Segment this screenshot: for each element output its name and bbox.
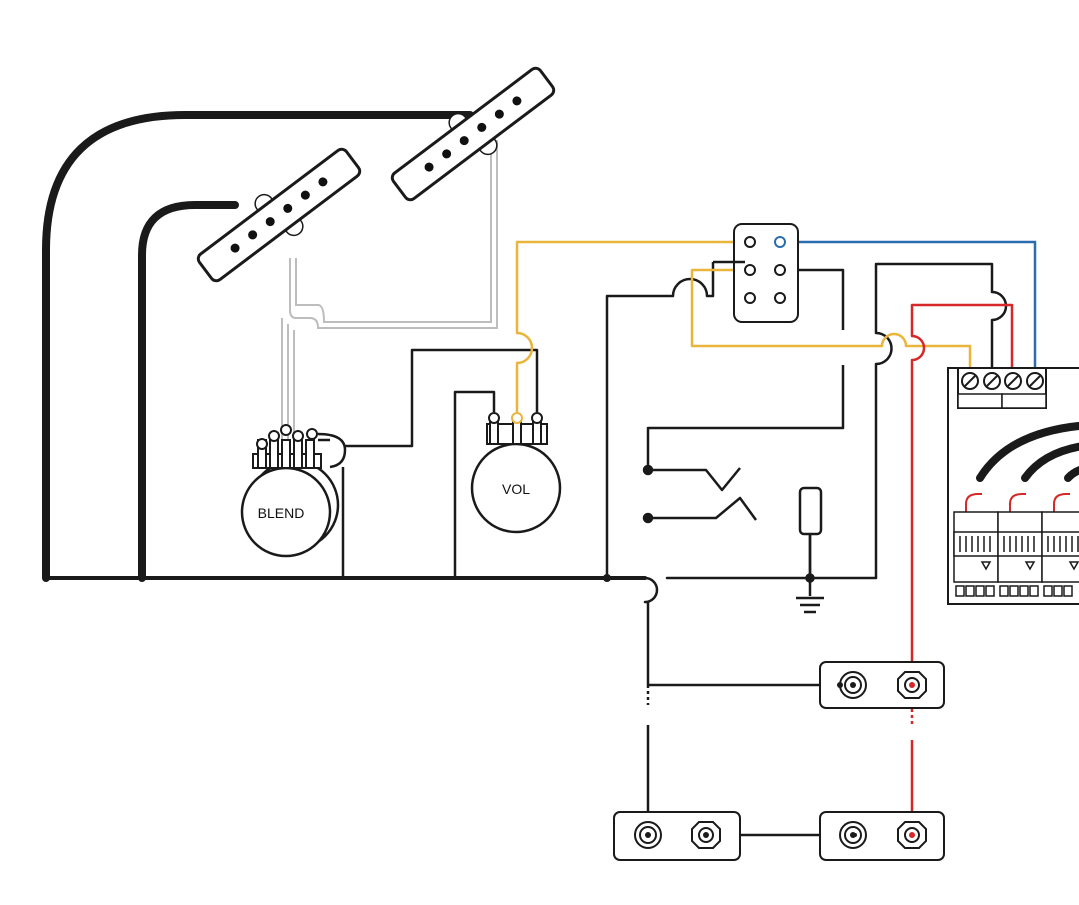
yellow-wire (515, 240, 972, 412)
neck-pickup (196, 147, 362, 283)
jack-icon (642, 464, 758, 524)
connector-icon (953, 511, 1079, 597)
connector-plate-top (819, 661, 945, 709)
signal-wires (317, 262, 1008, 837)
switch-icon (713, 223, 799, 323)
bridge-pickup (390, 66, 556, 202)
shield-wires (281, 140, 498, 440)
connector-plate-bottom-left (613, 811, 741, 861)
blend-label: BLEND (258, 505, 305, 521)
blend-potentiometer: BLEND (240, 424, 340, 558)
vol-label: VOL (502, 481, 530, 497)
ground-symbol-icon (796, 573, 824, 614)
capacitor-icon (798, 486, 823, 578)
blue-wire (780, 240, 1037, 368)
volume-potentiometer: VOL (470, 412, 562, 534)
connector-plate-bottom-right (819, 811, 945, 861)
cable-arcs (976, 421, 1079, 482)
ground-bus (42, 111, 878, 582)
